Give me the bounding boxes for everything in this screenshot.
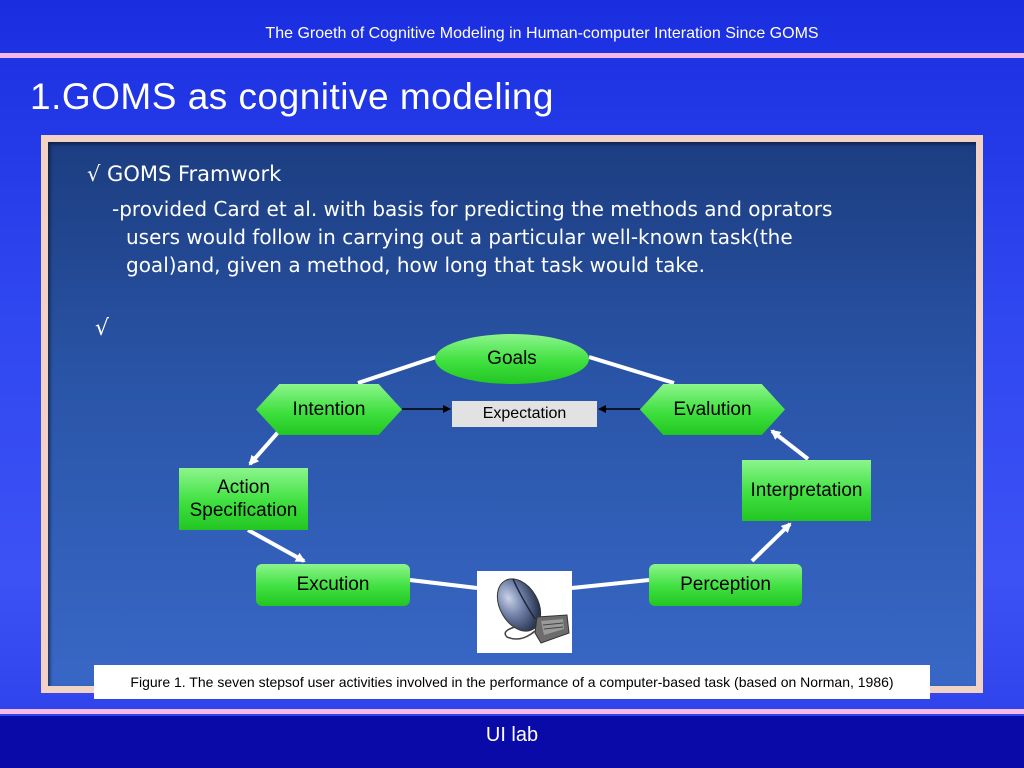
footer-band	[0, 716, 1024, 768]
arrow-perception-interpretation	[750, 522, 792, 563]
arrow-action-excution	[247, 528, 306, 563]
node-interpretation: Interpretation	[742, 460, 871, 521]
node-excution: Excution	[256, 564, 410, 606]
header-divider	[0, 53, 1024, 58]
node-intention: Intention	[256, 384, 402, 435]
node-goals: Goals	[435, 334, 589, 384]
node-expectation: Expectation	[452, 401, 597, 427]
computer-mouse-image	[477, 571, 572, 653]
footer-divider	[0, 709, 1024, 714]
description-line-3: goal)and, given a method, how long that …	[126, 253, 705, 277]
action-label-line-2: Specification	[189, 500, 298, 521]
description-line-2: users would follow in carrying out a par…	[126, 225, 793, 249]
description-line-1: -provided Card et al. with basis for pre…	[112, 197, 833, 221]
node-evalution: Evalution	[640, 384, 785, 435]
arrow-intention-action	[248, 428, 282, 466]
computer-mouse-icon	[496, 578, 570, 644]
connector-excution-image	[409, 578, 478, 590]
action-label-line-1: Action	[217, 477, 270, 498]
footer-label: UI lab	[485, 724, 539, 746]
connector-image-perception	[571, 578, 650, 590]
node-action-specification: Action Specification	[179, 468, 308, 530]
presentation-title: The Groeth of Cognitive Modeling in Huma…	[265, 25, 819, 42]
connector-goals-evalution	[588, 355, 675, 385]
arrow-interpretation-evalution	[770, 429, 810, 461]
bullet-checkmark: √	[95, 316, 110, 341]
figure-caption: Figure 1. The seven stepsof user activit…	[94, 665, 930, 699]
goms-description: -provided Card et al. with basis for pre…	[112, 195, 912, 279]
slide-heading: 1.GOMS as cognitive modeling	[30, 76, 555, 117]
bullet-goms-framework: √ GOMS Framwork	[87, 162, 282, 186]
connector-intention-goals	[357, 355, 437, 385]
node-perception: Perception	[649, 564, 802, 606]
